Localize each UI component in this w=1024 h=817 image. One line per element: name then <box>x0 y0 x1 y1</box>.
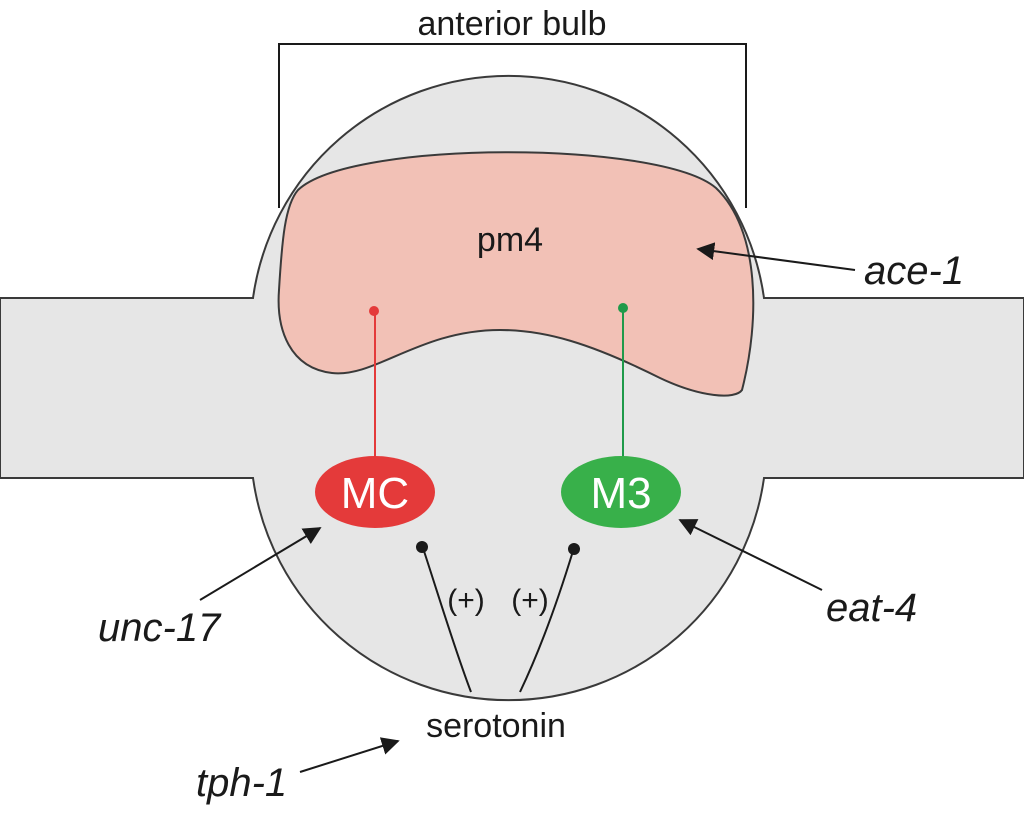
serotonin-mc-terminal <box>416 541 428 553</box>
tph1-gene-label: tph-1 <box>196 761 287 805</box>
plus-left-label: (+) <box>447 584 485 617</box>
m3-synapse-terminal <box>618 303 628 313</box>
anterior-bulb-label: anterior bulb <box>417 5 606 43</box>
eat4-arrow <box>678 519 823 591</box>
mc-synapse-terminal <box>369 306 379 316</box>
pharynx-body <box>0 74 1024 702</box>
eat4-gene-label: eat-4 <box>826 586 917 630</box>
serotonin-m3-terminal <box>568 543 580 555</box>
serotonin-to-mc-line <box>422 547 472 693</box>
m3-label: M3 <box>590 469 651 518</box>
anterior-bulb-bracket <box>278 43 747 208</box>
pm4-muscle <box>277 151 755 397</box>
serotonin-label: serotonin <box>426 707 566 745</box>
plus-right-label: (+) <box>511 584 549 617</box>
unc17-arrow <box>199 527 322 601</box>
unc17-gene-label: unc-17 <box>98 606 222 650</box>
mc-label: MC <box>341 469 409 518</box>
tph1-arrow <box>299 737 400 773</box>
serotonin-to-m3-line <box>519 550 574 693</box>
m3-neuron <box>561 456 681 528</box>
mc-neuron <box>315 456 435 528</box>
ace1-arrow <box>696 242 856 271</box>
ace1-gene-label: ace-1 <box>864 249 964 293</box>
pm4-label: pm4 <box>477 221 543 259</box>
